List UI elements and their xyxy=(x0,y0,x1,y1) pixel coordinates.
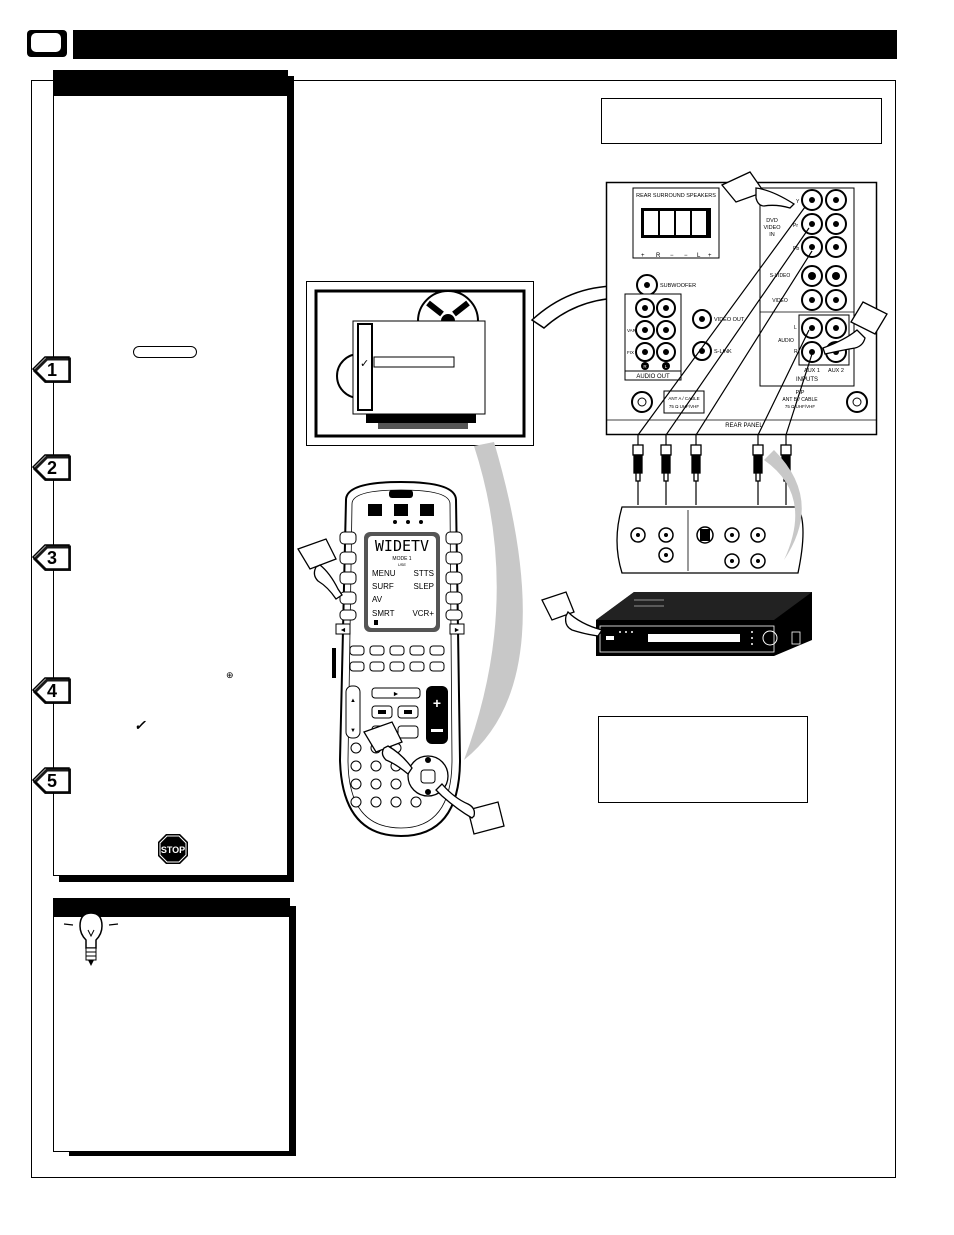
instruction-panel-header xyxy=(54,71,287,96)
svg-text:S-VIDEO: S-VIDEO xyxy=(770,273,791,279)
svg-text:ANT A / CABLE: ANT A / CABLE xyxy=(668,396,699,401)
header-bar xyxy=(73,30,897,59)
svg-text:75 Ω UHF/VHF: 75 Ω UHF/VHF xyxy=(669,404,700,409)
svg-text:R: R xyxy=(794,349,798,355)
note-box-top xyxy=(601,98,882,144)
svg-text:IN: IN xyxy=(769,232,775,238)
svg-text:Pb: Pb xyxy=(793,246,799,252)
step-badge-4: 4 xyxy=(31,677,71,704)
dvd-player xyxy=(596,592,812,656)
svg-text:VIDEO: VIDEO xyxy=(763,225,781,231)
svg-text:DVD: DVD xyxy=(766,218,778,224)
svg-text:+: + xyxy=(433,695,441,711)
menu-checkmark: ✓ xyxy=(360,358,369,370)
tv-menu-illustration: ✓ xyxy=(306,281,534,446)
svg-text:Pr: Pr xyxy=(793,223,798,229)
step-badge-5: 5 xyxy=(31,767,71,794)
step-number: 4 xyxy=(47,681,57,701)
svg-text:FIX: FIX xyxy=(627,350,634,355)
svg-text:75 Ω UHF/VHF: 75 Ω UHF/VHF xyxy=(785,404,816,409)
svg-text:▼: ▼ xyxy=(350,728,356,734)
hand-pointer-icon xyxy=(363,721,413,775)
svg-text:▲: ▲ xyxy=(350,698,356,704)
hand-pointer-icon xyxy=(822,301,888,355)
step-badge-3: 3 xyxy=(31,544,71,571)
stop-sign-icon: STOP xyxy=(158,834,188,864)
rear-surround-speakers-label: REAR SURROUND SPEAKERS xyxy=(636,193,716,199)
svg-text:L: L xyxy=(794,325,797,331)
note-box-bottom xyxy=(598,716,808,803)
svg-text:REAR PANEL: REAR PANEL xyxy=(725,423,763,429)
svg-text:L: L xyxy=(665,364,668,369)
hand-pointer-icon xyxy=(435,783,505,835)
svg-text:R: R xyxy=(643,364,647,369)
svg-text:AUX 2: AUX 2 xyxy=(828,368,844,374)
svg-text:STOP: STOP xyxy=(161,845,185,855)
remote-screen-title: WIDETV xyxy=(375,537,429,555)
step-badge-1: 1 xyxy=(31,356,71,383)
svg-text:VAR: VAR xyxy=(627,328,637,333)
svg-text:Y: Y xyxy=(796,199,800,205)
svg-text:+: + xyxy=(708,253,712,259)
svg-text:AUDIO: AUDIO xyxy=(778,338,794,344)
svg-text:SUBWOOFER: SUBWOOFER xyxy=(660,283,696,289)
remote-key-menu[interactable]: MENU xyxy=(372,569,396,578)
rear-panel: REAR SURROUND SPEAKERS + R − − L + DVD V… xyxy=(605,181,878,436)
hand-pointer-icon xyxy=(720,171,796,209)
svg-text:◄: ◄ xyxy=(340,627,347,634)
instruction-panel xyxy=(53,70,288,876)
svg-text:AUX 1: AUX 1 xyxy=(804,368,820,374)
remote-key-slep[interactable]: SLEP xyxy=(414,582,434,591)
step-number: 2 xyxy=(47,458,57,478)
svg-text:−: − xyxy=(684,253,688,259)
svg-text:►: ► xyxy=(393,691,400,698)
step-badge-2: 2 xyxy=(31,454,71,481)
remote-key-av[interactable]: AV xyxy=(372,595,383,604)
svg-text:PIP: PIP xyxy=(796,390,805,396)
svg-text:USE: USE xyxy=(398,562,407,567)
remote-screen-mode: MODE 1 xyxy=(392,556,411,562)
menu-button-graphic xyxy=(133,346,197,358)
cursor-icon: ⊕ xyxy=(226,670,234,680)
hand-pointer-icon xyxy=(541,591,604,637)
svg-text:L: L xyxy=(697,253,701,259)
remote-key-smrt[interactable]: SMRT xyxy=(372,609,395,618)
checkmark-icon: ✓ xyxy=(134,717,146,733)
svg-text:►: ► xyxy=(454,627,461,634)
hand-pointer-icon xyxy=(297,538,343,600)
svg-text:VIDEO OUT: VIDEO OUT xyxy=(714,317,745,323)
step-number: 5 xyxy=(47,771,57,791)
remote-key-vcr-plus[interactable]: VCR+ xyxy=(412,609,434,618)
zoom-arc xyxy=(464,442,802,760)
remote-key-stts[interactable]: STTS xyxy=(414,569,434,578)
step-number: 3 xyxy=(47,548,57,568)
remote-control: ◄ ► WIDETV MODE 1 USE MENU SURF AV SMRT … xyxy=(332,480,465,838)
svg-text:AUDIO OUT: AUDIO OUT xyxy=(636,374,670,380)
step-number: 1 xyxy=(47,360,57,380)
source-device-back xyxy=(616,506,804,574)
svg-text:ANT B / CABLE: ANT B / CABLE xyxy=(782,397,818,403)
svg-text:INPUTS: INPUTS xyxy=(796,377,818,383)
svg-text:R: R xyxy=(656,253,661,259)
page-frame xyxy=(31,80,896,1178)
page-icon-box xyxy=(27,30,67,57)
tip-panel-header xyxy=(54,899,289,917)
svg-text:+: + xyxy=(641,253,645,259)
remote-key-surf[interactable]: SURF xyxy=(372,582,394,591)
lightbulb-icon xyxy=(63,900,119,966)
svg-text:−: − xyxy=(670,253,674,259)
